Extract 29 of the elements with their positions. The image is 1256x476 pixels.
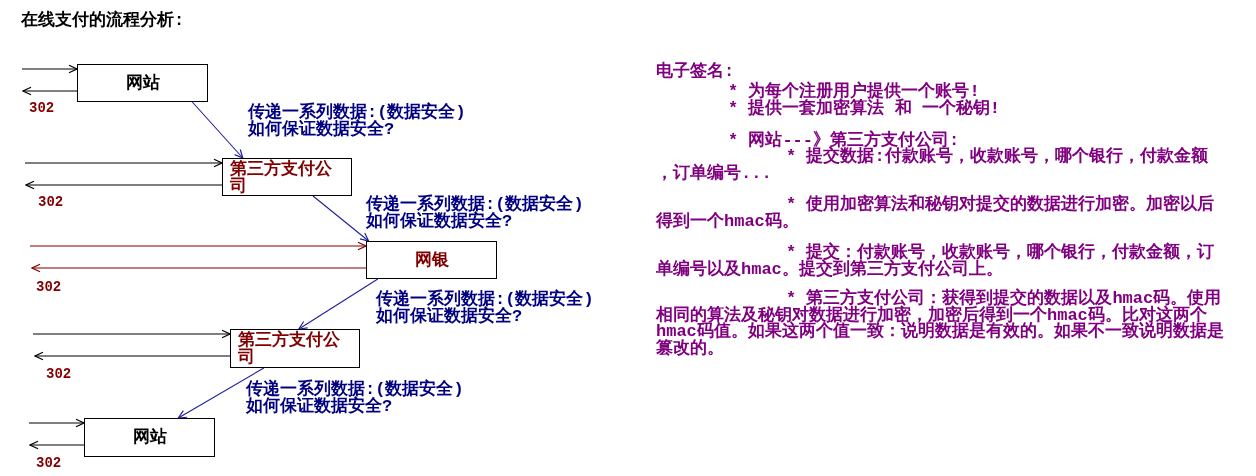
process-box: 网站 [84, 418, 215, 457]
edge-label: 302 [36, 280, 62, 294]
process-box: 网站 [77, 64, 208, 102]
title: 在线支付的流程分析: [21, 12, 185, 29]
edge-label: 传递一系列数据:(数据安全)如何保证数据安全? [366, 196, 585, 230]
edge-label: 传递一系列数据:(数据安全)如何保证数据安全? [248, 104, 467, 138]
arrow [32, 329, 231, 339]
arrow [22, 86, 78, 96]
edge-label: 302 [29, 101, 55, 115]
arrow [21, 64, 78, 74]
process-box: 第三方支付公司 [230, 329, 360, 368]
edge-label: 302 [36, 456, 62, 470]
arrow [29, 241, 367, 251]
arrow [312, 195, 370, 242]
edge-label: 302 [38, 195, 64, 209]
edge-label: 302 [46, 367, 72, 381]
arrow [25, 180, 223, 190]
arrow [34, 351, 231, 361]
arrow [177, 367, 265, 419]
arrow [24, 158, 223, 168]
edge-label: 传递一系列数据:(数据安全)如何保证数据安全? [246, 381, 465, 415]
arrow [29, 440, 85, 450]
arrow [31, 263, 367, 273]
edge-label: 传递一系列数据:(数据安全)如何保证数据安全? [376, 291, 595, 325]
arrow [28, 418, 85, 428]
arrow [298, 278, 379, 330]
process-box: 第三方支付公司 [222, 158, 352, 196]
arrow [191, 101, 244, 159]
process-box: 网银 [366, 241, 497, 279]
